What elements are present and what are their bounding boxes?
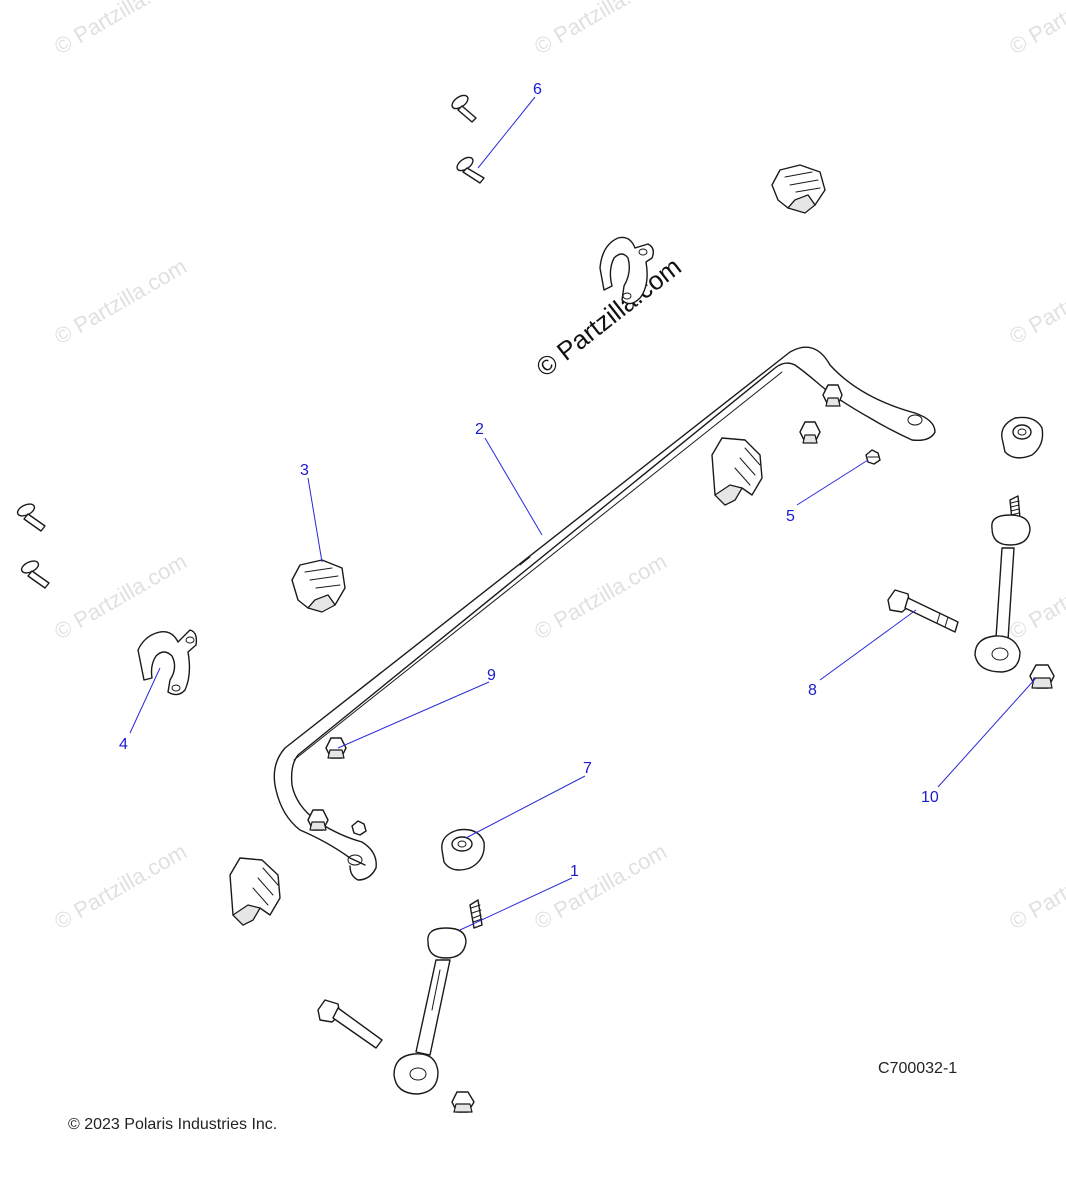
bolt-part-6-lower [456, 156, 485, 184]
leader-5 [796, 459, 869, 506]
bushing-middle-right [711, 437, 763, 506]
callout-4: 4 [119, 736, 128, 753]
clamp-part-4 [137, 629, 198, 696]
bushing-part-3 [291, 559, 346, 613]
clamp-upper [599, 236, 655, 305]
nut-lower-middle [451, 1091, 475, 1113]
watermark-tile: © Partzilla.com [1005, 0, 1066, 59]
callout-1: 1 [570, 863, 579, 880]
leader-2 [484, 437, 543, 536]
watermark-tile: © Partzilla.com [50, 254, 191, 350]
bolt-part-6-upper [451, 94, 477, 123]
callout-10: 10 [921, 789, 939, 806]
stabilizer-bar-part-2 [273, 346, 936, 881]
leader-3 [307, 477, 323, 563]
fitting-left-lower [351, 820, 367, 836]
callout-3: 3 [300, 462, 309, 479]
callout-7: 7 [583, 760, 592, 777]
callout-5: 5 [786, 508, 795, 525]
bushing-link-right-top [1001, 416, 1044, 459]
bushing-lower-left [229, 857, 281, 926]
bushing-part-7 [441, 828, 485, 871]
watermark-tile: © Partzilla.com [530, 549, 671, 645]
watermark-tile: © Partzilla.com [50, 549, 191, 645]
watermark-tile: © Partzilla.com [530, 0, 671, 59]
copyright-notice: © 2023 Polaris Industries Inc. [68, 1116, 277, 1133]
callout-6: 6 [533, 81, 542, 98]
fitting-part-5 [865, 449, 881, 465]
leader-4 [129, 667, 161, 734]
watermark-tile: © Partzilla.com [1005, 254, 1066, 350]
nut-right-upper [822, 384, 843, 407]
callout-numbers: 1 2 3 4 5 6 7 8 9 10 [119, 81, 939, 880]
bolt-left-upper [16, 503, 46, 532]
callout-2: 2 [475, 421, 484, 438]
leader-7 [465, 775, 586, 839]
nut-left-lower [307, 809, 329, 831]
leader-6 [477, 96, 536, 169]
leader-8 [819, 609, 917, 681]
bolt-left-lower [20, 560, 50, 589]
bolt-lower-left-long [317, 999, 383, 1049]
watermark-tile: © Partzilla.com [1005, 839, 1066, 935]
leader-10 [937, 677, 1037, 788]
watermark-tile: © Partzilla.com [50, 0, 191, 59]
leader-lines [129, 96, 1037, 931]
watermark-tile: © Partzilla.com [50, 839, 191, 935]
nut-part-10 [1029, 664, 1055, 689]
leader-9 [337, 681, 490, 749]
watermark-tiles: © Partzilla.com © Partzilla.com © Partzi… [50, 0, 1066, 934]
watermark-tile: © Partzilla.com [530, 839, 671, 935]
nut-part-9 [325, 737, 347, 759]
bolt-part-8 [887, 589, 959, 633]
diagram-code: C700032-1 [878, 1060, 957, 1077]
callout-9: 9 [487, 667, 496, 684]
bushing-upper-right [771, 164, 826, 214]
stabilizer-link-part-1 [393, 899, 483, 1095]
watermark-tile: © Partzilla.com [1005, 549, 1066, 645]
callout-8: 8 [808, 682, 817, 699]
leader-1 [459, 877, 573, 931]
stabilizer-link-right [974, 495, 1031, 673]
nut-right-lower [799, 421, 821, 444]
